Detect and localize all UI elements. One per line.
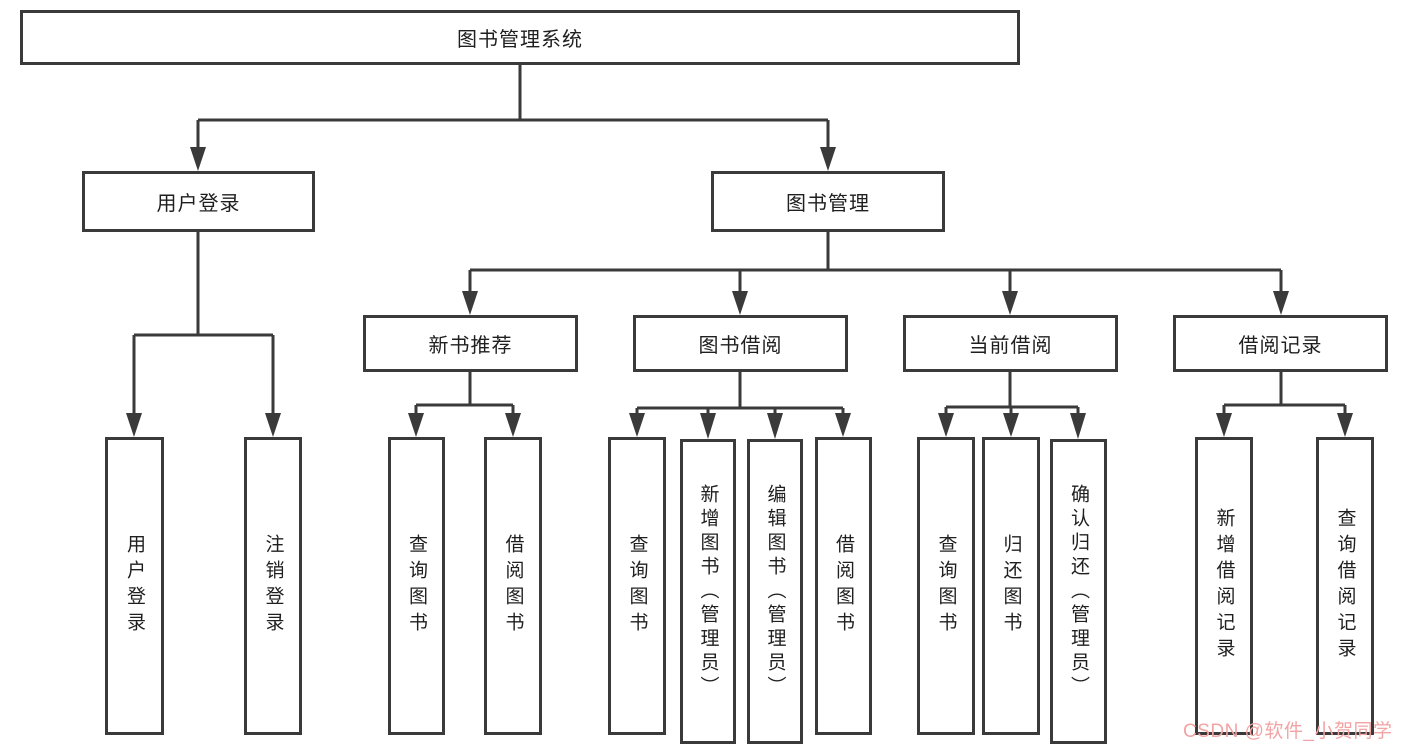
watermark: CSDN @软件_小贺同学 [1183,721,1393,742]
node-new-book-recommend-label: 新书推荐 [428,335,513,357]
node-leaf-add-book-admin: 新增图书（管理员） [680,439,736,744]
node-leaf-return-books-label: 归还图书 [1000,534,1022,638]
node-leaf-borrow-books-2: 借阅图书 [815,437,872,735]
node-leaf-query-books-1: 查询图书 [388,437,445,735]
node-book-borrow-label: 图书借阅 [698,335,783,357]
node-leaf-add-book-admin-label: 新增图书（管理员） [697,483,719,700]
node-current-borrow-label: 当前借阅 [968,335,1053,357]
node-user-login: 用户登录 [82,171,315,232]
node-leaf-query-books-2: 查询图书 [608,437,666,735]
node-leaf-query-books-3: 查询图书 [917,437,975,735]
node-leaf-logout: 注销登录 [244,437,302,735]
node-borrow-records: 借阅记录 [1173,315,1388,372]
node-leaf-borrow-books-1: 借阅图书 [484,437,542,735]
node-borrow-records-label: 借阅记录 [1238,335,1323,357]
node-leaf-return-books: 归还图书 [982,437,1040,735]
node-root: 图书管理系统 [20,10,1020,65]
node-leaf-query-books-3-label: 查询图书 [935,534,957,638]
node-root-label: 图书管理系统 [457,29,583,51]
node-leaf-query-books-1-label: 查询图书 [406,534,427,638]
node-leaf-query-borrow-record-label: 查询借阅记录 [1334,508,1356,664]
node-leaf-logout-label: 注销登录 [262,534,284,638]
node-new-book-recommend: 新书推荐 [363,315,578,372]
node-book-borrow: 图书借阅 [633,315,848,372]
node-leaf-confirm-return-admin-label: 确认归还（管理员） [1068,483,1089,700]
node-current-borrow: 当前借阅 [903,315,1118,372]
node-leaf-confirm-return-admin: 确认归还（管理员） [1050,439,1107,744]
node-user-login-label: 用户登录 [156,193,241,215]
node-leaf-user-login-label: 用户登录 [124,534,145,638]
node-book-management-label: 图书管理 [786,193,870,215]
node-leaf-add-borrow-record: 新增借阅记录 [1195,437,1253,735]
node-leaf-edit-book-admin: 编辑图书（管理员） [747,439,803,744]
node-leaf-user-login: 用户登录 [105,437,164,735]
node-leaf-query-borrow-record: 查询借阅记录 [1316,437,1374,735]
node-book-management: 图书管理 [711,171,945,232]
node-leaf-add-borrow-record-label: 新增借阅记录 [1213,508,1235,664]
node-leaf-query-books-2-label: 查询图书 [626,534,648,638]
node-leaf-edit-book-admin-label: 编辑图书（管理员） [764,483,786,700]
node-leaf-borrow-books-2-label: 借阅图书 [833,534,854,638]
node-leaf-borrow-books-1-label: 借阅图书 [502,534,524,638]
